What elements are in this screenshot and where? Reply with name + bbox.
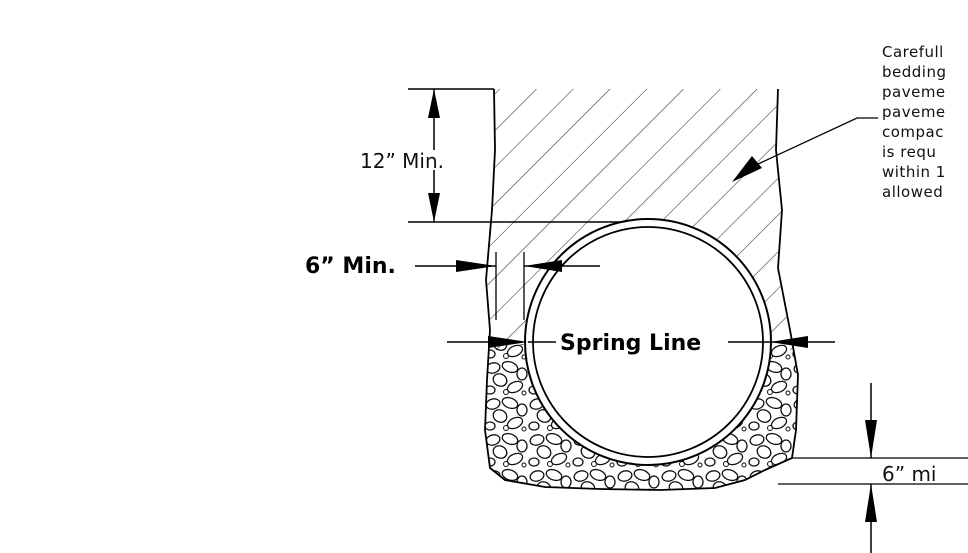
note-line: is requ (882, 143, 936, 161)
note-line: paveme (882, 83, 946, 101)
note-line: allowed (882, 183, 943, 201)
spring-line-dimension (447, 336, 835, 348)
note-leader (732, 117, 878, 182)
cover-depth-label: 12” Min. (360, 149, 444, 173)
spring-line-label: Spring Line (560, 331, 701, 356)
note-line: paveme (882, 103, 946, 121)
note-line: compac (882, 123, 944, 141)
bedding-depth-dimension (778, 383, 968, 553)
note-line: bedding (882, 63, 947, 81)
cover-depth-dimension (408, 88, 494, 222)
note-line: Carefull (882, 43, 944, 61)
backfill-note: Carefull bedding paveme paveme compac is… (882, 43, 947, 201)
side-clearance-dimension (415, 252, 600, 320)
side-clearance-label: 6” Min. (305, 254, 396, 279)
note-line: within 1 (882, 163, 946, 181)
bedding-depth-label: 6” mi (882, 462, 936, 486)
trench-outline (484, 88, 799, 491)
